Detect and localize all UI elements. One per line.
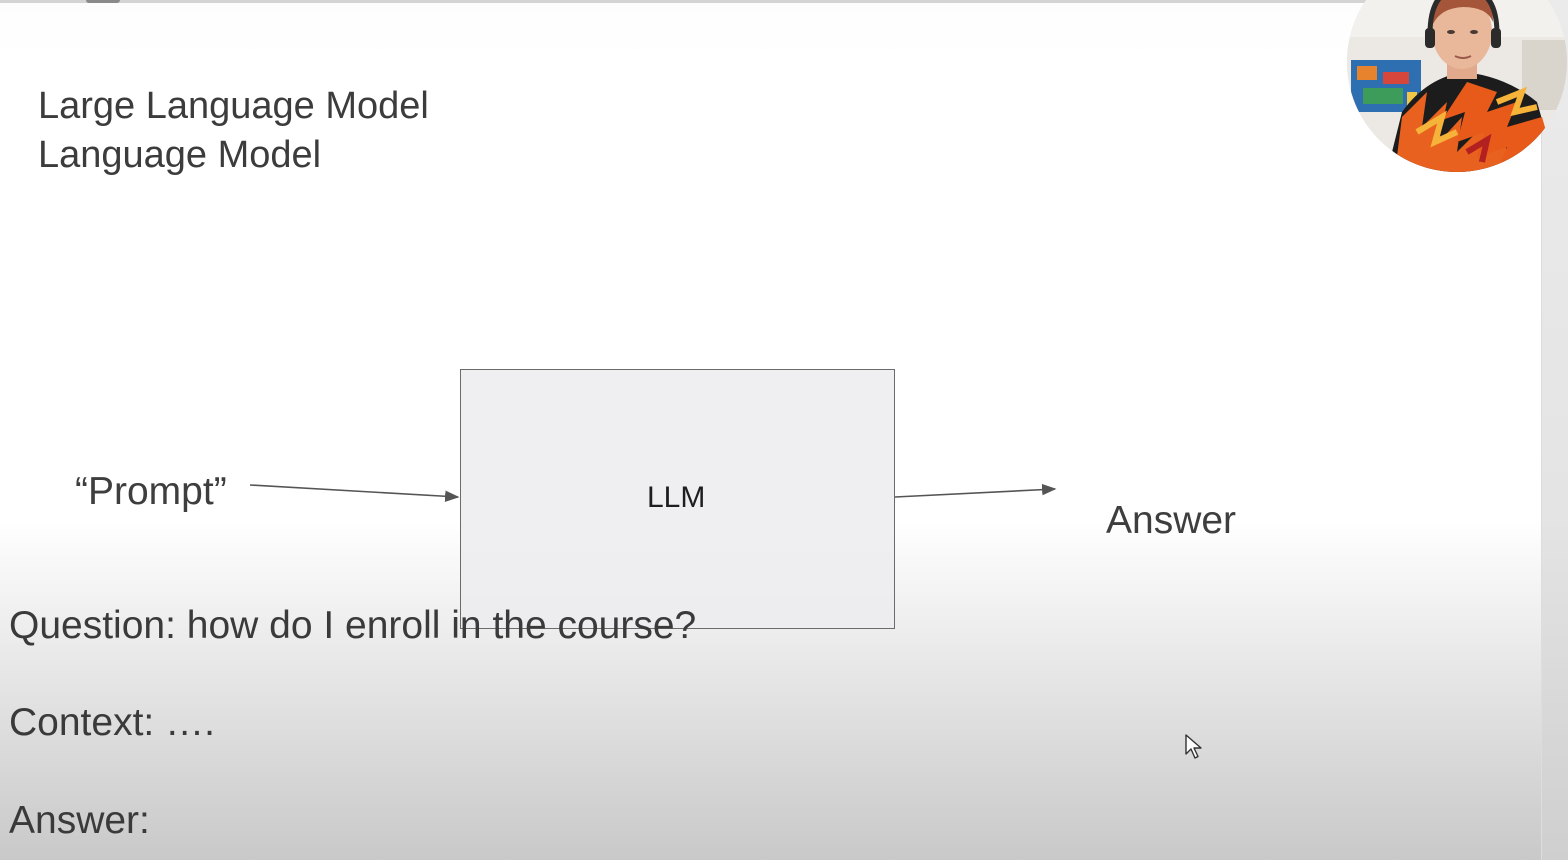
prompt-context-line: Context: …. <box>9 701 215 744</box>
llm-box-label: LLM <box>647 481 706 514</box>
llm-box <box>460 369 895 629</box>
prompt-answer-line: Answer: <box>9 799 150 842</box>
slide-title-line-2: Language Model <box>38 134 322 176</box>
presenter-webcam <box>1347 0 1567 172</box>
llm-to-answer-arrow <box>894 483 1057 498</box>
right-scroll-edge <box>1541 0 1568 860</box>
slide-title-line-1: Large Language Model <box>38 85 429 127</box>
presenter-avatar-icon <box>1347 0 1567 172</box>
top-tab-handle <box>86 0 120 3</box>
answer-output-label: Answer <box>1106 499 1237 542</box>
prompt-input-label: “Prompt” <box>75 470 227 513</box>
window-top-border <box>0 0 1568 3</box>
prompt-to-llm-arrow <box>249 484 460 503</box>
prompt-question-line: Question: how do I enroll in the course? <box>9 604 697 647</box>
mouse-pointer-icon <box>1185 734 1202 759</box>
